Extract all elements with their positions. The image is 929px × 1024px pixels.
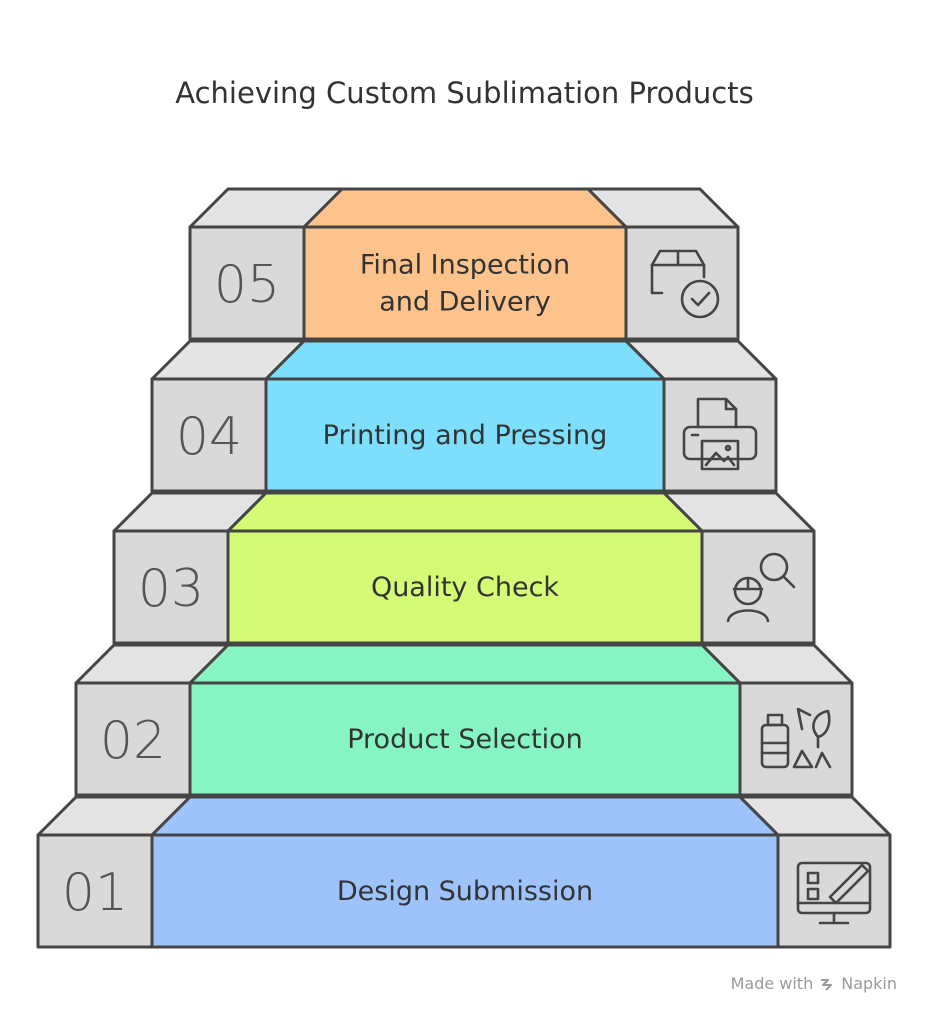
colored-tread	[188, 643, 742, 685]
step-02: 02 Product Selection	[74, 643, 854, 797]
colored-tread	[226, 491, 704, 533]
diagram-title: Achieving Custom Sublimation Products	[175, 76, 754, 110]
inspector-search-icon	[726, 552, 796, 623]
colored-tread	[302, 187, 628, 229]
footer-made-with: Made with	[730, 974, 814, 993]
icon-block	[776, 833, 892, 949]
colored-riser	[188, 681, 742, 797]
footer-brand: Napkin	[841, 974, 897, 993]
step-label: Printing and Pressing	[323, 420, 608, 451]
step-number: 01	[62, 863, 128, 923]
icon-block	[662, 377, 778, 493]
icon-block	[700, 529, 816, 645]
package-check-icon	[650, 249, 720, 319]
step-label: Design Submission	[337, 876, 593, 907]
step-04: 04 Printing and Pressing	[150, 339, 778, 493]
step-01: 01 Design Submission	[36, 795, 892, 949]
napkin-logo-icon	[821, 978, 833, 991]
colored-riser	[150, 833, 780, 949]
number-block	[36, 833, 154, 949]
colored-riser	[264, 377, 666, 493]
number-block	[74, 681, 192, 797]
step-label: Quality Check	[371, 572, 559, 603]
icon-block	[624, 225, 740, 341]
step-number: 04	[176, 407, 242, 467]
design-monitor-icon	[796, 861, 872, 925]
step-03: 03 Quality Check	[112, 491, 816, 645]
number-block	[188, 225, 306, 341]
icon-block	[738, 681, 854, 797]
colored-tread	[264, 339, 666, 381]
step-number: 03	[138, 559, 204, 619]
printer-icon	[682, 397, 758, 471]
step-number: 02	[100, 711, 166, 771]
number-block	[150, 377, 268, 493]
napkin-watermark: Made with Napkin	[731, 974, 897, 993]
step-label: Final Inspection	[360, 250, 570, 281]
colored-riser	[226, 529, 704, 645]
step-label: Product Selection	[347, 724, 583, 755]
step-05: 05 Final Inspection and Delivery	[188, 187, 740, 341]
products-icon	[760, 707, 832, 769]
colored-riser	[302, 225, 628, 341]
step-number: 05	[214, 255, 280, 315]
colored-tread	[150, 795, 780, 837]
step-label: and Delivery	[379, 287, 550, 318]
